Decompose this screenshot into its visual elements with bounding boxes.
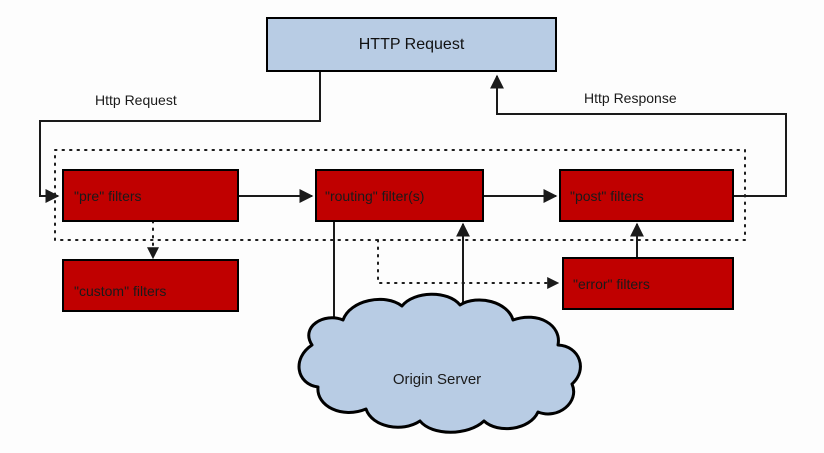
request-connector [39, 72, 321, 203]
custom-filters-box[interactable] [62, 259, 239, 312]
boundary-to-error-dotted-connector [377, 239, 560, 289]
error-filters-box[interactable] [562, 257, 734, 310]
http-request-node[interactable] [266, 17, 557, 72]
origin-server-cloud-shape[interactable] [297, 292, 582, 434]
pre-filters-box[interactable] [62, 169, 239, 222]
routing-filters-box[interactable] [315, 169, 484, 222]
post-filters-box[interactable] [559, 169, 734, 222]
response-connector [490, 74, 787, 197]
